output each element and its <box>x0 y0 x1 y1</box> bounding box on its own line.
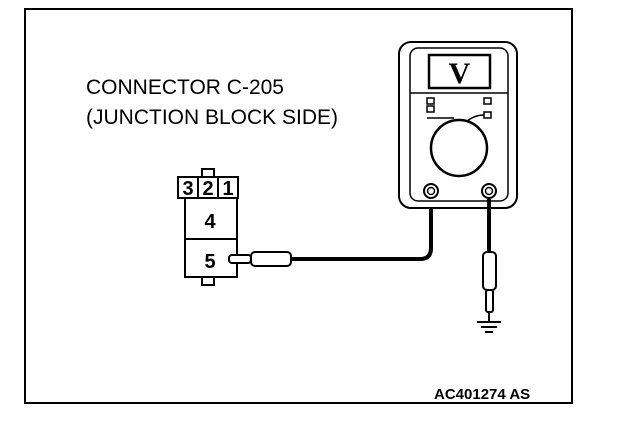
probe-negative <box>482 251 497 313</box>
figure-code: AC401274 AS <box>434 386 531 403</box>
voltmeter <box>398 41 518 209</box>
ground-icon <box>477 312 501 333</box>
pin-2: 2 <box>202 178 213 200</box>
pin-4: 4 <box>204 211 216 233</box>
connector-title-line1: CONNECTOR C-205 <box>86 76 284 99</box>
meter-mode-display: V <box>449 57 471 90</box>
pin-5: 5 <box>204 251 215 273</box>
diagram-frame <box>24 8 573 404</box>
pin-1: 1 <box>222 178 233 200</box>
connector-c205 <box>177 168 239 286</box>
pin-3: 3 <box>182 178 193 200</box>
probe-positive <box>228 251 292 267</box>
test-lead-positive <box>291 199 433 261</box>
connector-title-line2: (JUNCTION BLOCK SIDE) <box>86 106 339 129</box>
